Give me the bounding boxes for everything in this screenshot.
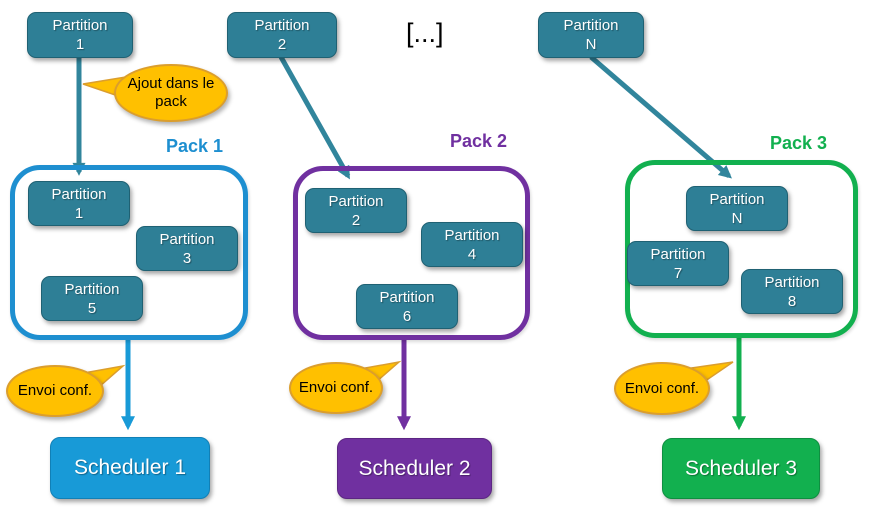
- scheduler-1: Scheduler 1: [50, 437, 210, 499]
- partition-name: Partition: [51, 185, 107, 203]
- pack3-partition-8: Partition 8: [741, 269, 843, 314]
- callout-ajout-line1: Ajout dans le: [127, 75, 215, 92]
- pack1-container: [10, 165, 248, 340]
- partition-name: Partition: [650, 245, 706, 263]
- scheduler-label: Scheduler 1: [73, 456, 187, 479]
- callout-envoi-text: Envoi conf.: [298, 379, 374, 396]
- partition-number: 1: [74, 204, 84, 222]
- partition-number: 8: [787, 292, 797, 310]
- pack1-partition-1: Partition 1: [28, 181, 130, 226]
- pack3-partition-7: Partition 7: [627, 241, 729, 286]
- pack3-partition-N: Partition N: [686, 186, 788, 231]
- callout-ajout-line2: pack: [155, 93, 187, 110]
- partition-number: 7: [673, 264, 683, 282]
- partition-number: 3: [182, 249, 192, 267]
- partition-name: Partition: [379, 288, 435, 306]
- scheduler-3: Scheduler 3: [662, 438, 820, 499]
- partition-number: 6: [402, 307, 412, 325]
- scheduler-label: Scheduler 2: [358, 456, 471, 480]
- partition-number: 2: [277, 36, 287, 53]
- partition-name: Partition: [709, 190, 765, 208]
- pack2-partition-2: Partition 2: [305, 188, 407, 233]
- partition-number: N: [585, 36, 597, 53]
- partition-node-top-N: Partition N: [538, 12, 644, 58]
- partition-name: Partition: [764, 273, 820, 291]
- callout-envoi-text: Envoi conf.: [17, 382, 93, 399]
- arrow-partition2-to-pack2: [278, 55, 351, 180]
- partition-number: 1: [75, 36, 85, 53]
- partition-name: Partition: [159, 230, 215, 248]
- pack1-partition-3: Partition 3: [136, 226, 238, 271]
- pack2-partition-6: Partition 6: [356, 284, 458, 329]
- partition-number: 5: [87, 299, 97, 317]
- pack1-partition-5: Partition 5: [41, 276, 143, 321]
- pack2-partition-4: Partition 4: [421, 222, 523, 267]
- partition-number: N: [731, 209, 743, 227]
- partition-name: Partition: [64, 280, 120, 298]
- partition-name: Partition: [328, 192, 384, 210]
- callout-envoi-2: Envoi conf.: [289, 362, 383, 414]
- partition-node-top-2: Partition 2: [227, 12, 337, 58]
- pack2-container: [293, 166, 530, 340]
- scheduler-label: Scheduler 3: [684, 456, 798, 480]
- partition-node-top-1: Partition 1: [27, 12, 133, 58]
- callout-envoi-1: Envoi conf.: [6, 365, 104, 417]
- callout-envoi-3: Envoi conf.: [614, 362, 710, 415]
- partition-name: Partition: [52, 17, 108, 34]
- scheduler-2: Scheduler 2: [337, 438, 492, 499]
- partition-name: Partition: [563, 17, 619, 34]
- callout-ajout: Ajout dans le pack: [114, 64, 228, 122]
- partition-number: 2: [351, 211, 361, 229]
- partition-name: Partition: [254, 17, 310, 34]
- partition-name: Partition: [444, 226, 500, 244]
- callout-envoi-text: Envoi conf.: [624, 379, 700, 397]
- pack3-label: Pack 3: [770, 133, 828, 153]
- pack2-label: Pack 2: [450, 131, 508, 151]
- pack1-label: Pack 1: [166, 136, 224, 156]
- partition-number: 4: [467, 245, 477, 263]
- ellipsis-label: [...]: [406, 18, 444, 48]
- arrow-partitionN-to-pack3: [589, 55, 732, 179]
